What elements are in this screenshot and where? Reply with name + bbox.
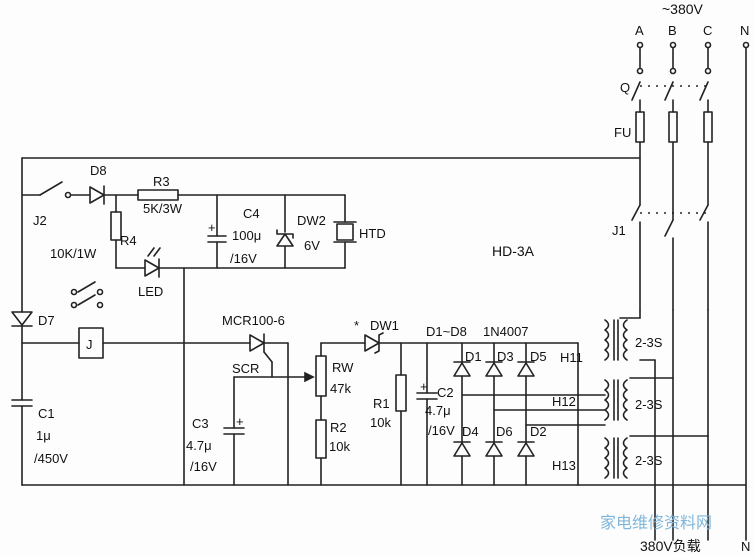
diode-d4 <box>453 441 471 486</box>
resistor-r3 <box>137 189 346 201</box>
resistor-r4-value: 10K/1W <box>50 246 97 261</box>
resistor-r3-label: R3 <box>153 174 170 189</box>
svg-text:+: + <box>420 379 428 394</box>
resistor-r4 <box>110 194 146 269</box>
potentiometer-rw <box>315 342 327 421</box>
diodes-type-label: 1N4007 <box>483 324 529 339</box>
zener-dw1-label: DW1 <box>370 318 399 333</box>
transformer-t3 <box>604 437 628 479</box>
diode-d4-label: D4 <box>462 424 479 439</box>
transformer-t3-label: 2-3S <box>635 453 663 468</box>
supply-voltage-label: ~380V <box>662 1 704 17</box>
load-neutral-label: N <box>741 539 750 554</box>
relay-contact-lower <box>70 281 104 309</box>
transformer-t2-label: 2-3S <box>635 397 663 412</box>
diode-d5-label: D5 <box>530 349 547 364</box>
resistor-r2-label: R2 <box>330 420 347 435</box>
led <box>144 247 346 278</box>
switch-q-label: Q <box>620 80 630 95</box>
zener-dw1-star: * <box>354 318 359 333</box>
zener-dw2-value: 6V <box>304 238 320 253</box>
capacitor-c3-value1: 4.7μ <box>186 438 212 453</box>
led-label: LED <box>138 284 163 299</box>
neutral-line <box>742 41 750 541</box>
contactor-label: J1 <box>612 223 626 238</box>
zener-dw1 <box>364 332 579 354</box>
resistor-r1-label: R1 <box>373 396 390 411</box>
capacitor-c1-value1: 1μ <box>36 428 51 443</box>
phase-b-line <box>664 41 678 311</box>
scr-mcr100 <box>249 333 289 486</box>
diode-d6 <box>485 441 503 486</box>
phase-b-label: B <box>668 23 677 38</box>
capacitor-c4-value1: 100μ <box>232 228 261 243</box>
diode-d8-label: D8 <box>90 163 107 178</box>
resistor-r1 <box>395 342 407 486</box>
capacitor-c1-label: C1 <box>38 406 55 421</box>
transformer-t2 <box>604 379 628 421</box>
fuse-label: FU <box>614 125 631 140</box>
resistor-r1-value: 10k <box>370 415 391 430</box>
buzzer-htd <box>333 194 357 269</box>
svg-text:+: + <box>236 414 244 429</box>
diode-d7 <box>11 311 33 401</box>
transformer-t1 <box>604 319 628 361</box>
diode-d2 <box>517 441 535 486</box>
capacitor-c2-label: C2 <box>437 385 454 400</box>
diode-d8 <box>89 185 139 205</box>
scr-label: SCR <box>232 361 259 376</box>
load-label: 380V负载 <box>640 538 701 554</box>
capacitor-c2-value1: 4.7μ <box>425 403 451 418</box>
relay-contact-j2 <box>21 181 91 199</box>
zener-dw2-label: DW2 <box>297 213 326 228</box>
capacitor-c3-label: C3 <box>192 416 209 431</box>
transformer-t1-label: 2-3S <box>635 335 663 350</box>
capacitor-c1-value2: /450V <box>34 451 68 466</box>
phase-c-label: C <box>703 23 712 38</box>
phase-a-line <box>631 41 645 311</box>
capacitor-c3-value2: /16V <box>190 459 217 474</box>
capacitor-c4-value2: /16V <box>230 251 257 266</box>
buzzer-htd-label: HTD <box>359 226 386 241</box>
diode-d6-label: D6 <box>496 424 513 439</box>
diode-d2-label: D2 <box>530 424 547 439</box>
diode-d1-label: D1 <box>465 349 482 364</box>
capacitor-c4: + <box>207 194 227 269</box>
relay-contact-j2-label: J2 <box>33 213 47 228</box>
watermark-text: 家电维修资料网 <box>600 513 712 532</box>
diodes-range-label: D1~D8 <box>426 324 467 339</box>
diode-d1 <box>453 342 471 443</box>
scr-part-label: MCR100-6 <box>222 313 285 328</box>
diode-d5 <box>517 342 535 443</box>
phase-c-line <box>699 41 713 311</box>
winding-h12-label: H12 <box>552 394 576 409</box>
svg-text:+: + <box>208 220 216 235</box>
rw-wiper-arrow <box>304 371 315 383</box>
capacitor-c2-value2: /16V <box>428 423 455 438</box>
neutral-label: N <box>740 23 749 38</box>
potentiometer-rw-label: RW <box>332 360 354 375</box>
winding-h11-label: H11 <box>560 350 583 365</box>
potentiometer-rw-value: 47k <box>330 381 351 396</box>
capacitor-c2: + <box>416 342 438 486</box>
diode-d7-label: D7 <box>38 313 55 328</box>
phase-a-label: A <box>635 23 644 38</box>
zener-dw2 <box>276 194 294 269</box>
module-label: HD-3A <box>492 243 535 259</box>
capacitor-c3: + <box>223 376 273 486</box>
resistor-r4-label: R4 <box>120 233 137 248</box>
winding-h13-label: H13 <box>552 458 576 473</box>
diode-d3-label: D3 <box>497 349 514 364</box>
relay-coil-j <box>21 327 251 359</box>
capacitor-c4-label: C4 <box>243 206 260 221</box>
diode-d3 <box>485 342 503 443</box>
resistor-r3-value: 5K/3W <box>143 201 183 216</box>
relay-coil-label: J <box>86 337 93 352</box>
resistor-r2 <box>315 419 327 486</box>
capacitor-c1 <box>11 399 33 486</box>
resistor-r2-value: 10k <box>329 439 350 454</box>
